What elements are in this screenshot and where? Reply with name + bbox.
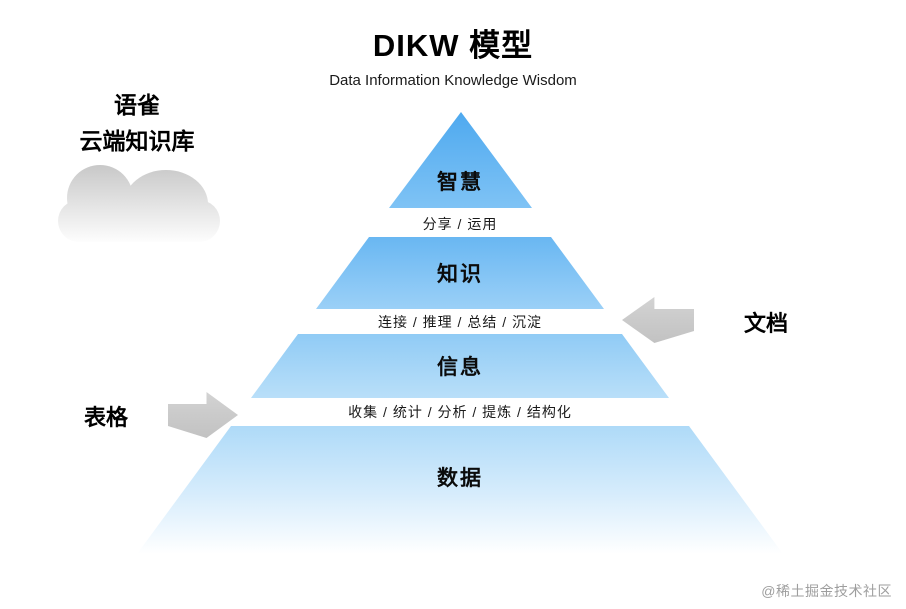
cloud-label: 语雀 云端知识库	[28, 88, 246, 159]
pyramid-level-information-label: 信息	[437, 356, 483, 379]
subtitle: Data Information Knowledge Wisdom	[329, 72, 577, 89]
pyramid-gap-label-2: 连接 / 推理 / 总结 / 沉淀	[377, 314, 542, 330]
pyramid-level-information: 信息	[251, 334, 669, 398]
pyramid-level-knowledge: 知识	[316, 237, 604, 309]
page-title: DIKW 模型	[372, 28, 534, 63]
annotation-document-label: 文档	[744, 311, 789, 336]
arrow-left-icon	[622, 297, 694, 343]
pyramid-level-data: 数据	[137, 426, 783, 554]
watermark: @稀土掘金技术社区	[761, 583, 892, 599]
pyramid-level-wisdom-label: 智慧	[437, 171, 483, 194]
pyramid-level-knowledge-label: 知识	[437, 263, 483, 286]
cloud-label-line1: 语雀	[114, 92, 160, 118]
cloud-label-line2: 云端知识库	[79, 127, 195, 154]
pyramid-level-data-label: 数据	[437, 467, 483, 490]
pyramid-gap-label-1: 分享 / 运用	[422, 216, 498, 232]
cloud-icon	[58, 165, 220, 242]
pyramid-gap-label-3: 收集 / 统计 / 分析 / 提炼 / 结构化	[348, 404, 572, 420]
annotation-table-label: 表格	[84, 405, 129, 430]
